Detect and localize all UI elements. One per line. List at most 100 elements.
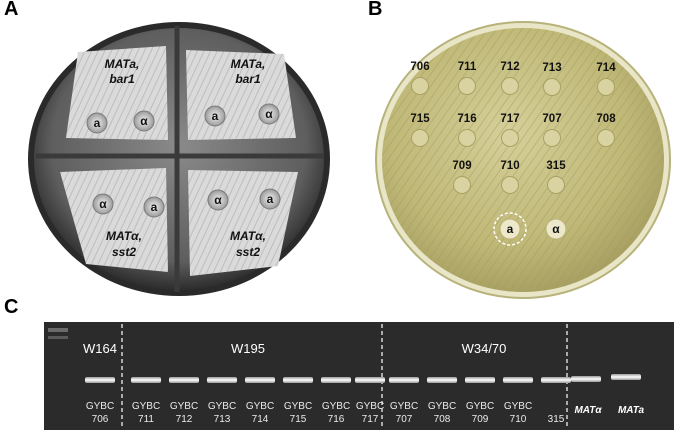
pcr-band [541,377,571,383]
isolate-spot [458,77,476,95]
isolate-spot [547,176,565,194]
panel-label-a: A [4,0,19,20]
isolate-label: 708 [596,113,616,125]
isolate-spot [458,129,476,147]
isolate-label: 717 [500,113,519,125]
lane-label-number: 707 [396,414,413,425]
isolate-spot [501,176,519,194]
q4-mutation: sst2 [236,245,260,259]
q3-genotype: MATα, [106,229,142,243]
isolate-label: 710 [500,160,519,172]
lane-label-prefix: GYBC [466,401,494,412]
band-mat-a [611,374,641,380]
quadrant-4-streak [188,170,298,276]
panel-a-plate: MATa, bar1 a α MATa, bar1 a α α a MATα, … [28,22,330,296]
isolate-label: 315 [546,160,566,172]
isolate-label: 706 [410,61,429,73]
q1-spot-right [133,110,155,132]
q2-genotype: MATa, [231,57,266,71]
lane-label-prefix: GYBC [132,401,160,412]
lane-group: GYBC 706 GYBC 711 GYBC 712 GYBC 713 GYBC 714 GYBC 7… [85,377,571,425]
q2-spot-left [204,105,226,127]
lane-label-number: 716 [328,414,345,425]
q3-spot-right [143,196,165,218]
q1-genotype: MATa, [105,57,140,71]
pcr-band [85,377,115,383]
q1-mutation: bar1 [109,72,135,86]
panel-label-b: B [368,0,383,20]
isolate-spot [501,77,519,95]
q3-mutation: sst2 [112,245,136,259]
q4-spot-left [207,189,229,211]
isolate-spot [453,176,471,194]
isolate-label: 709 [452,160,471,172]
lane-label-number: 714 [252,414,269,425]
pcr-band [245,377,275,383]
isolate-label: 714 [596,62,616,74]
q4-spot-right [259,188,281,210]
lane-label-prefix: GYBC [246,401,274,412]
control-alpha-spot [545,218,567,240]
ladder-band [48,336,68,339]
isolate-spot [411,129,429,147]
q1-spot-left [86,112,108,134]
q1-spot-left-label: a [94,116,101,130]
pcr-band [503,377,533,383]
lane-label-prefix: GYBC [170,401,198,412]
lane-label-number: 709 [472,414,489,425]
pcr-band [283,377,313,383]
lane-label-prefix: GYBC [428,401,456,412]
q4-spot-right-label: a [267,192,274,206]
pcr-band [465,377,495,383]
ladder-band [48,328,68,332]
isolate-spot [543,78,561,96]
lane-label-number: 711 [138,414,154,425]
quadrant-3-streak [60,168,168,272]
q2-spot-right [258,103,280,125]
isolate-spot [543,129,561,147]
lane-label-prefix: GYBC [356,401,384,412]
q2-spot-left-label: a [212,109,219,123]
control-a-spot [499,218,521,240]
q1-spot-right-label: α [140,114,148,128]
group-label-w34-70: W34/70 [462,341,507,356]
lane-label-number: 717 [362,414,379,425]
q4-spot-left-label: α [214,193,222,207]
control-lane-mat-alpha: MATα [574,405,602,416]
lane-label-number: 710 [510,414,527,425]
isolate-label: 707 [542,113,561,125]
pcr-band [131,377,161,383]
isolate-spot [411,77,429,95]
lane-label-prefix: GYBC [208,401,236,412]
isolate-label: 716 [457,113,476,125]
lane-label-number: 712 [176,414,193,425]
lane-label-prefix: GYBC [390,401,418,412]
control-alpha-label: α [552,222,560,236]
lane-label-number: 715 [290,414,307,425]
panel-c-gel: W164 W195 W34/70 GYBC706GYBC711GYBC712GY… [44,322,674,430]
gel-background [44,322,674,430]
group-label-w195: W195 [231,341,265,356]
isolate-label: 715 [410,113,430,125]
pcr-band [355,377,385,383]
pcr-band [427,377,457,383]
lane-label-prefix: GYBC [284,401,312,412]
isolate-spot [597,129,615,147]
lane-label-prefix: GYBC [86,401,114,412]
lane-label-number: 706 [92,414,109,425]
q3-spot-right-label: a [151,200,158,214]
pcr-band [169,377,199,383]
pcr-band [389,377,419,383]
lane-label-number: 708 [434,414,451,425]
control-a-label: a [507,222,514,236]
lane-label-prefix: GYBC [322,401,350,412]
pcr-band [321,377,351,383]
plate-streaks [382,28,664,292]
lane-label-number: 713 [214,414,231,425]
control-a-highlight [493,212,527,246]
isolate-spot [501,129,519,147]
group-label-w164: W164 [83,341,117,356]
lane-label-prefix: GYBC [504,401,532,412]
isolate-label: 711 [458,61,477,73]
panel-label-c: C [4,296,19,318]
